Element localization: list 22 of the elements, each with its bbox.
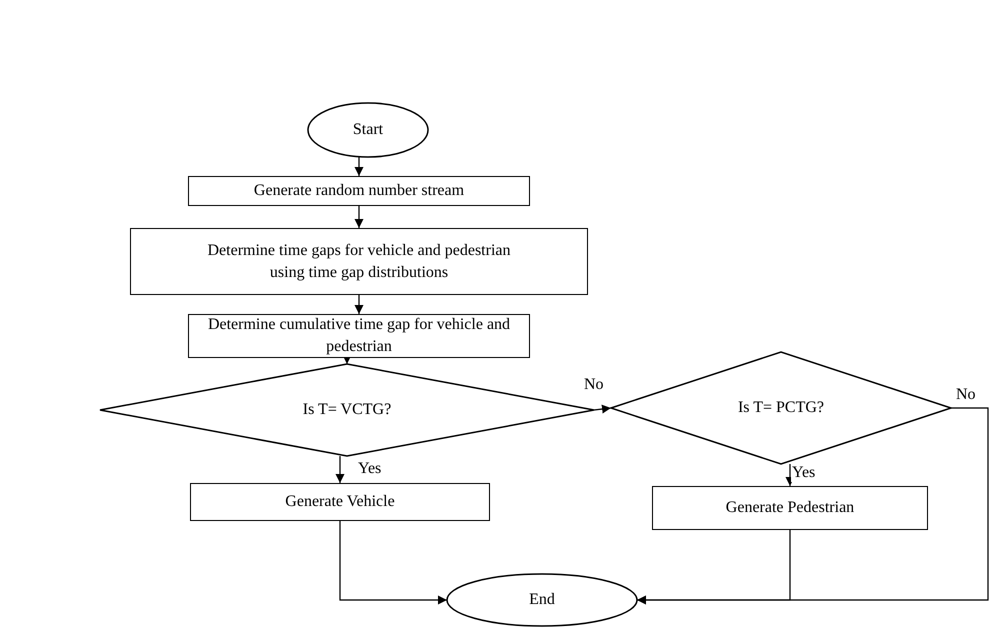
node-text: Generate random number stream [254,181,464,201]
arrow [339,521,447,604]
node-text: Determine cumulative time gap for vehicle and pedestrian [206,315,512,357]
arrow [594,404,612,414]
arrow [786,464,794,486]
node-text: Generate Pedestrian [726,498,854,518]
node-text: Is T= PCTG? [738,398,824,418]
node-text: Is T= VCTG? [302,400,392,420]
arrow [354,157,364,176]
process-box [190,483,490,521]
edge-label: Yes [791,464,816,482]
node-text: End [529,590,555,610]
arrow [336,456,344,483]
node-text: Generate Vehicle [285,492,395,512]
process-box [652,486,928,530]
arrow [354,295,364,314]
node-text: Start [352,120,384,140]
process-box [130,228,588,295]
arrow [637,530,791,604]
node-text: Determine time gaps for vehicle and pedestrian using time gap distributions [206,240,512,282]
arrow [354,206,364,228]
process-box [188,176,530,206]
